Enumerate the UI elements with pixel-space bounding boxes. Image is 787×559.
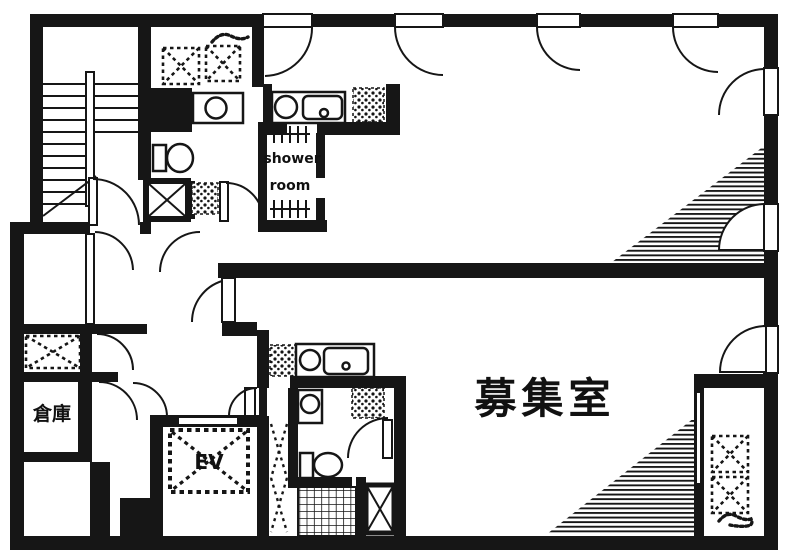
toilet-tank-icon	[151, 143, 168, 173]
burner-icon	[298, 348, 322, 372]
balcony-hatch-lower	[547, 418, 694, 534]
meter-box	[351, 387, 385, 419]
main-room-door-leaf	[221, 277, 236, 323]
upper-room	[612, 67, 779, 262]
toilet-bowl-icon	[312, 451, 344, 479]
scribble-icon	[210, 32, 250, 44]
hand-basin-bowl-icon	[299, 393, 321, 415]
main-room: 募集室	[473, 324, 779, 534]
shower-room-label-line1: shower	[263, 151, 320, 167]
shower-room-label-line2: room	[270, 178, 311, 194]
shaft-window	[695, 391, 702, 485]
scribble-icon	[717, 512, 754, 529]
door-arc	[718, 324, 767, 373]
door-arc	[264, 27, 313, 77]
toilet-tank-icon	[298, 451, 315, 480]
storage-room-label: 倉庫	[32, 402, 71, 425]
kitchen-sink-icon	[301, 94, 344, 121]
meter-box	[191, 182, 219, 215]
main-room-label: 募集室	[473, 374, 615, 423]
elevator-door	[177, 416, 239, 426]
toilet-bowl-icon	[165, 142, 195, 174]
shower-room: shower room	[263, 126, 321, 218]
vestibule-door-arc	[228, 387, 258, 417]
closet-door-arc	[96, 333, 134, 371]
elevator-shaft: EV	[168, 416, 250, 494]
door-arc	[191, 280, 223, 323]
door-arc	[94, 231, 134, 271]
door-arc	[394, 26, 444, 76]
tiled-floor	[297, 486, 357, 537]
duct-space	[269, 423, 289, 533]
washbasin-bowl-icon	[204, 96, 228, 120]
kitchen-sink-icon	[322, 346, 370, 376]
shower-grate-top	[270, 126, 310, 143]
door-leaf	[394, 13, 444, 28]
door-arc	[159, 231, 201, 273]
door-leaf	[262, 13, 313, 28]
elevator-label: EV	[194, 450, 224, 474]
refrigerator-space	[352, 87, 385, 123]
stairwell	[42, 71, 140, 226]
toilet-door-leaf	[382, 419, 393, 459]
vestibule-door-leaf	[244, 387, 256, 417]
stair-door-arc	[92, 178, 140, 226]
door-leaf	[763, 203, 779, 252]
sink-drain-icon	[341, 361, 351, 371]
partition-wall	[85, 233, 95, 325]
door-arc	[718, 68, 766, 116]
toilet-door-arc	[347, 417, 389, 459]
hall-doors	[94, 231, 267, 421]
door-leaf	[763, 67, 779, 116]
door-leaf	[536, 13, 581, 28]
upper-kitchen	[270, 87, 385, 125]
hall-door-leaf	[219, 181, 229, 222]
stair-treads	[43, 83, 138, 205]
vestibule-door-leaf	[259, 388, 267, 416]
upper-toilet-nook	[143, 142, 264, 222]
door-leaf	[672, 13, 719, 28]
stair-break-line	[42, 175, 97, 217]
utility-room	[161, 32, 250, 86]
door-arc	[672, 26, 719, 73]
shower-grate-bottom	[270, 200, 310, 218]
elevator-hall-door-arc	[132, 382, 168, 418]
entry-doors-top	[262, 13, 719, 77]
storage-room: 倉庫	[32, 402, 71, 425]
door-arc	[536, 26, 581, 71]
service-shaft	[695, 391, 754, 529]
lower-kitchenette	[269, 342, 376, 379]
sink-drain-icon	[318, 107, 330, 119]
washbasin-nook	[191, 91, 245, 125]
walls	[10, 14, 778, 550]
hall-door-arc	[225, 182, 264, 221]
refrigerator-space	[269, 344, 297, 377]
stair-door-leaf	[88, 177, 98, 226]
left-closet	[24, 233, 95, 370]
storage-door-arc	[98, 381, 138, 421]
lower-toilet-room	[296, 387, 397, 537]
burner-icon	[273, 94, 299, 120]
